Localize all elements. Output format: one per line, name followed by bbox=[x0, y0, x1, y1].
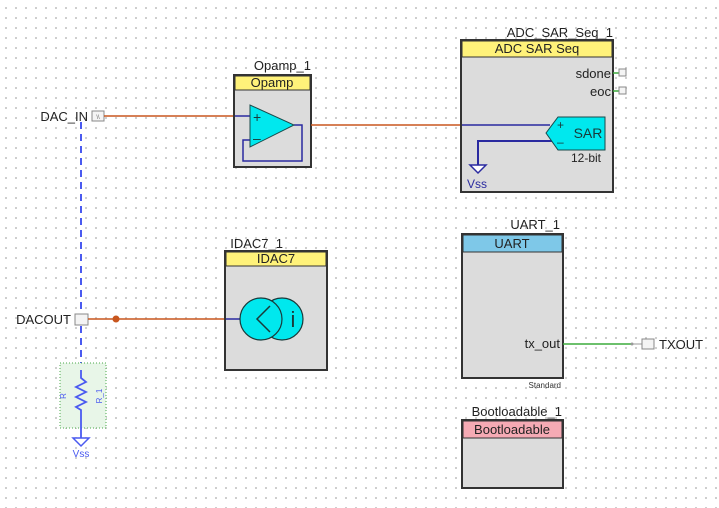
current-direction-icon bbox=[255, 305, 271, 333]
bootloadable-instance-name: Bootloadable_1 bbox=[472, 404, 562, 419]
pin-eoc[interactable] bbox=[618, 86, 627, 95]
adc-pin-sdone: sdone bbox=[576, 66, 611, 81]
bootloadable-component[interactable] bbox=[461, 419, 564, 489]
ground-icon bbox=[468, 164, 488, 175]
svg-text:–: – bbox=[557, 135, 564, 149]
port-txout[interactable] bbox=[641, 338, 655, 350]
opamp-type: Opamp bbox=[251, 75, 294, 90]
svg-text:+: + bbox=[557, 118, 564, 132]
adc-symbol: SAR bbox=[574, 125, 603, 141]
pin-sdone[interactable] bbox=[618, 68, 627, 77]
port-label-dacout: DACOUT bbox=[16, 312, 71, 327]
idac-component[interactable] bbox=[224, 250, 328, 371]
minus-icon: – bbox=[253, 130, 261, 146]
resistor-ground-label: Vss bbox=[73, 449, 90, 460]
uart-type: UART bbox=[494, 236, 529, 251]
resistor-name: R_1 bbox=[95, 388, 104, 403]
ground-icon bbox=[71, 437, 91, 448]
port-dac-in[interactable]: \\ bbox=[91, 110, 105, 122]
port-label-txout: TXOUT bbox=[659, 337, 703, 352]
adc-ground-label: Vss bbox=[467, 177, 487, 191]
opamp-instance-name: Opamp_1 bbox=[254, 58, 311, 73]
junction-dot bbox=[112, 315, 120, 323]
adc-type: ADC SAR Seq bbox=[495, 41, 580, 56]
svg-text:\\: \\ bbox=[96, 115, 100, 121]
uart-variant: Standard bbox=[529, 381, 561, 390]
idac-symbol: i bbox=[291, 307, 296, 332]
resistor-type: R bbox=[59, 393, 68, 399]
plus-icon: + bbox=[253, 109, 261, 125]
port-dacout[interactable] bbox=[74, 313, 89, 326]
bootloadable-type: Bootloadable bbox=[474, 422, 550, 437]
opamp-component[interactable]: + – bbox=[233, 74, 312, 168]
port-label-dac-in: DAC_IN bbox=[40, 109, 88, 124]
adc-resolution: 12-bit bbox=[571, 151, 602, 165]
uart-instance-name: UART_1 bbox=[510, 217, 560, 232]
uart-pin-tx-out: tx_out bbox=[525, 336, 561, 351]
idac-type: IDAC7 bbox=[257, 251, 295, 266]
idac-instance-name: IDAC7_1 bbox=[230, 236, 283, 251]
adc-component[interactable]: + – bbox=[460, 39, 627, 193]
uart-component[interactable] bbox=[461, 233, 564, 379]
adc-instance-name: ADC_SAR_Seq_1 bbox=[507, 25, 613, 40]
adc-pin-eoc: eoc bbox=[590, 84, 611, 99]
resistor-r1[interactable] bbox=[59, 362, 107, 448]
